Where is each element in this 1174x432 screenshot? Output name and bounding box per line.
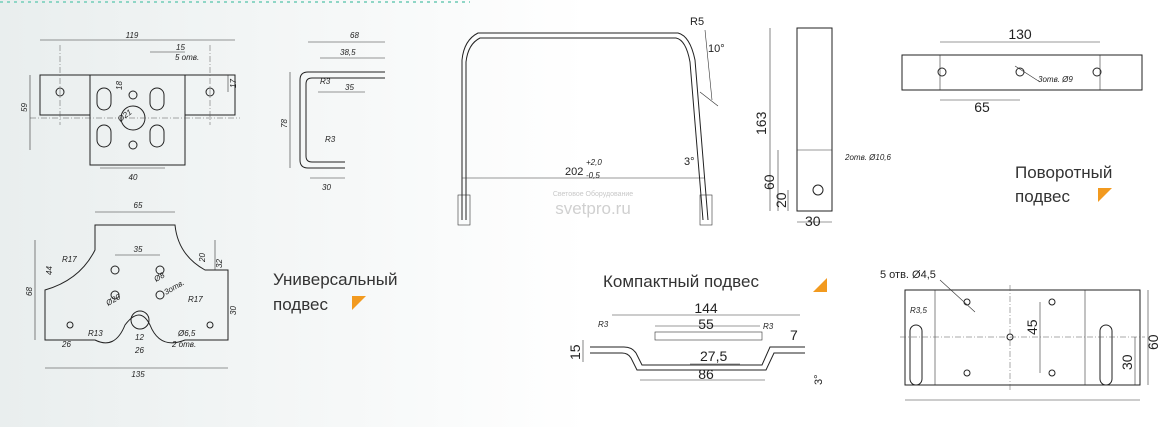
dim-20: 20	[198, 253, 207, 263]
watermark: Световое Оборудование svetpro.ru	[553, 190, 633, 218]
radius-r3-left: R3	[598, 320, 609, 329]
dim-68: 68	[25, 287, 34, 296]
rotary-note: 3отв. Ø9	[1038, 75, 1073, 84]
bar-view: 163 60 20 30 2отв. Ø10,6	[753, 27, 892, 229]
caption-universal-line2: подвес	[273, 295, 329, 314]
dim-30: 30	[322, 183, 331, 192]
angle-3: 3°	[813, 374, 825, 385]
rotary-caption: Поворотный подвес	[1015, 163, 1112, 206]
radius-r3-right: R3	[763, 322, 774, 331]
dim-144: 144	[694, 300, 718, 316]
dim-135: 135	[131, 370, 145, 379]
dim-15: 15	[567, 344, 583, 360]
dim-30: 30	[805, 213, 821, 229]
dim-12: 12	[135, 333, 144, 342]
dim-35: 35	[345, 83, 354, 92]
caption-compact: Компактный подвес	[603, 272, 759, 291]
dim-45: 45	[1024, 319, 1040, 335]
dim-60: 60	[761, 174, 777, 190]
dim-30: 30	[229, 306, 238, 315]
dim-7: 7	[790, 327, 798, 343]
dim-26-center: 26	[134, 346, 144, 355]
dim-86: 86	[698, 366, 714, 382]
dim-119: 119	[126, 31, 139, 40]
dim-78: 78	[280, 119, 289, 128]
dim-holes: 5 отв.	[175, 53, 199, 62]
dim-40: 40	[129, 173, 138, 182]
caption-rotary-line2: подвес	[1015, 187, 1071, 206]
caption-arrow-icon	[1098, 188, 1112, 202]
dim-32: 32	[215, 259, 224, 268]
dim-38: 38,5	[340, 48, 356, 57]
universal-bottom-view: 65 35 20 32 44 68 R17 R17 3отв. Ø8 Ø20 Ø…	[25, 201, 238, 379]
dim-163: 163	[753, 111, 769, 135]
dim-35: 35	[134, 245, 143, 254]
universal-caption: Универсальный подвес	[273, 270, 398, 314]
watermark-line2: svetpro.ru	[555, 199, 631, 218]
caption-arrow-icon	[813, 278, 827, 292]
dim-18: 18	[115, 81, 124, 90]
radius-r3-5: R3,5	[910, 306, 927, 315]
angle-3: 3°	[684, 156, 695, 168]
dim-130: 130	[1008, 26, 1032, 42]
dim-dia-6: Ø6,5	[177, 329, 196, 338]
tolerance-plus: +2,0	[586, 158, 602, 167]
radius-r17-right: R17	[188, 295, 203, 304]
radius-r5: R5	[690, 16, 704, 28]
dim-65: 65	[134, 201, 143, 210]
dim-59: 59	[20, 103, 29, 112]
dim-60: 60	[1145, 334, 1161, 350]
dim-17: 17	[229, 79, 238, 88]
dim-15: 15	[176, 43, 185, 52]
bar-note: 2отв. Ø10,6	[844, 153, 892, 162]
dim-26-left: 26	[61, 340, 71, 349]
radius-r17-left: R17	[62, 255, 77, 264]
dim-68: 68	[350, 31, 359, 40]
dim-55: 55	[698, 316, 714, 332]
watermark-line1: Световое Оборудование	[553, 190, 633, 198]
compact-caption: Компактный подвес	[603, 272, 827, 292]
caption-universal-line1: Универсальный	[273, 270, 398, 289]
dim-30: 30	[1119, 354, 1135, 370]
plate-holes: 5 отв. Ø4,5	[880, 269, 936, 281]
plate-view: 5 отв. Ø4,5 R3,5 45 30 60	[880, 269, 1161, 401]
rotary-top-view: 130 65 3отв. Ø9	[901, 26, 1143, 115]
dim-44: 44	[45, 266, 54, 275]
angle-10: 10°	[708, 43, 725, 55]
dim-202: 202	[565, 166, 583, 178]
tolerance-minus: -0,5	[586, 171, 600, 180]
radius-r13: R13	[88, 329, 103, 338]
radius-r3-bottom: R3	[325, 135, 336, 144]
caption-rotary-line1: Поворотный	[1015, 163, 1112, 182]
dim-20: 20	[773, 192, 789, 208]
caption-arrow-icon	[352, 296, 366, 310]
radius-r3-top: R3	[320, 77, 331, 86]
dim-27-5: 27,5	[700, 348, 727, 364]
compact-view: 144 55 R3 R3 7 15 27,5 86 3°	[567, 300, 825, 385]
bracket-view: R5 10° 3° 202 +2,0 -0,5	[457, 16, 725, 226]
universal-side-view: 68 38,5 35 78 30 R3 R3	[280, 31, 385, 192]
holes-2: 2 отв.	[171, 340, 196, 349]
dim-65: 65	[974, 99, 990, 115]
